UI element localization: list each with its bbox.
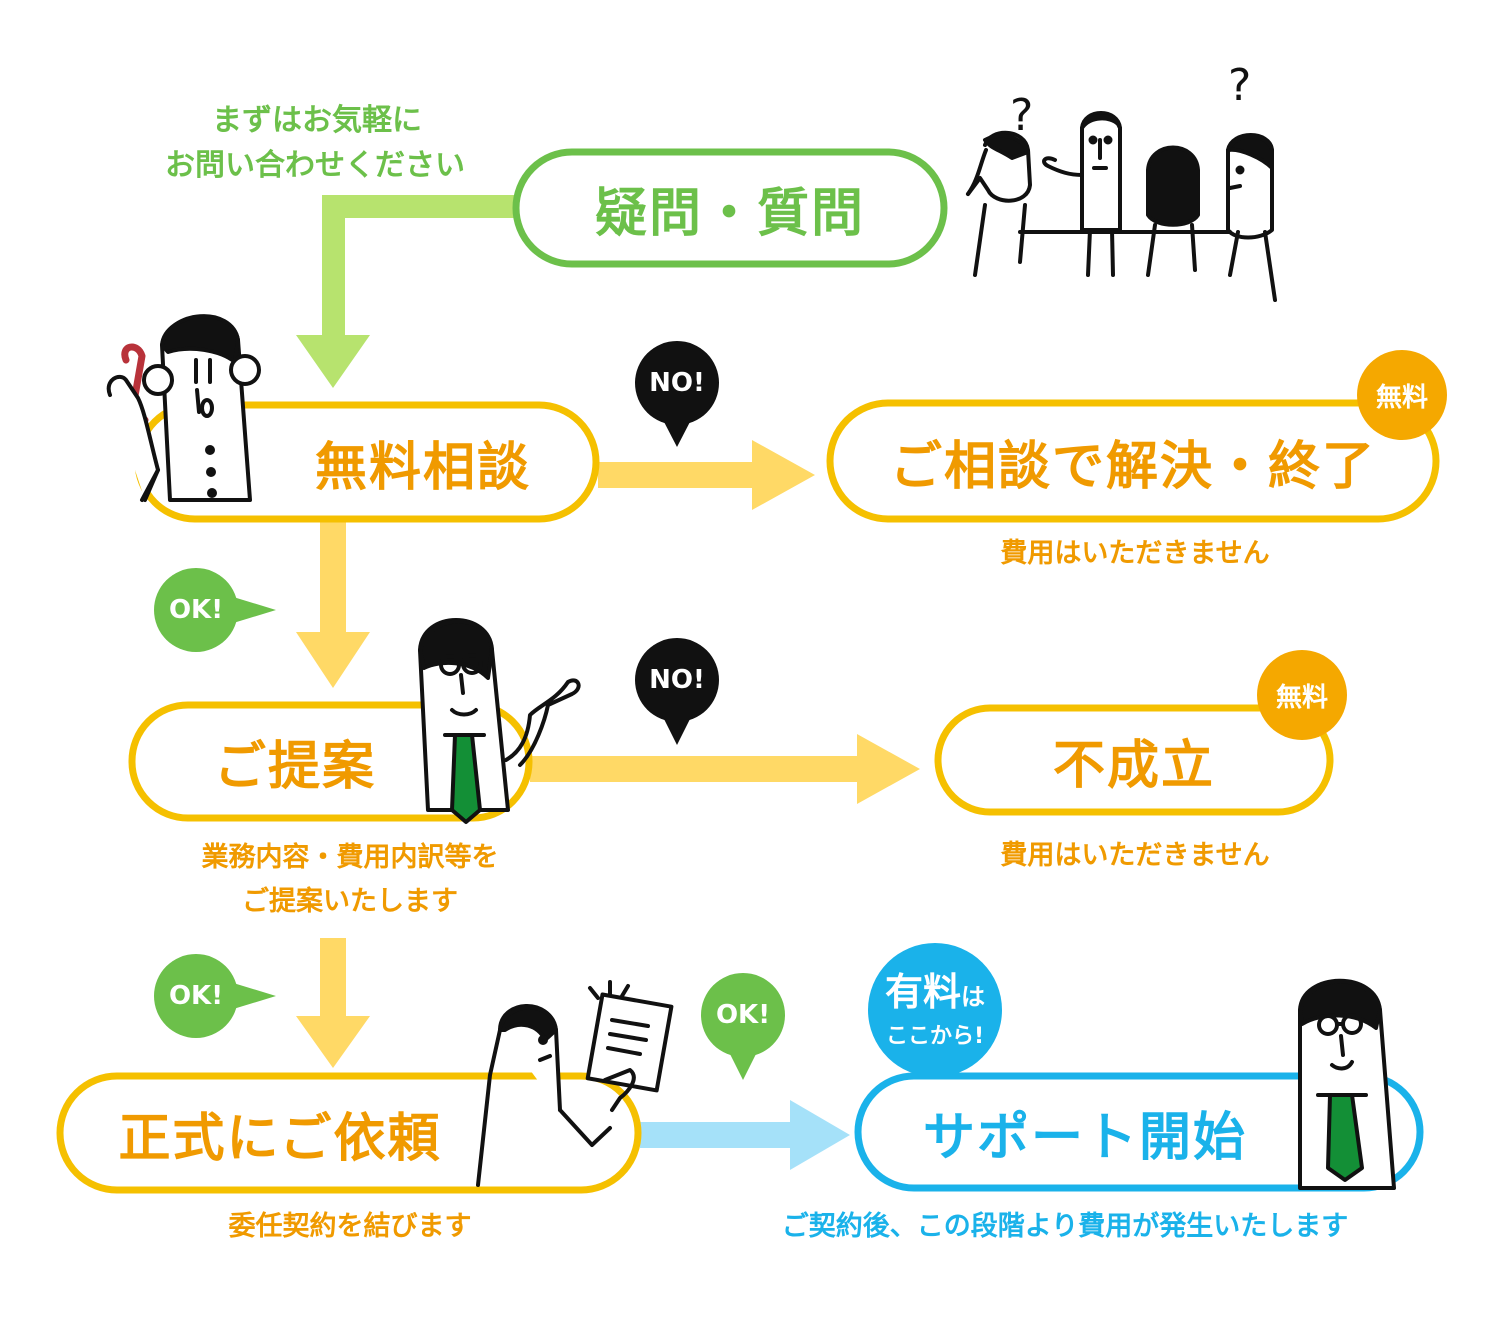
- glasses-man-icon: [1298, 978, 1396, 1190]
- bubble-ok1: [154, 568, 276, 652]
- pill-question: [512, 148, 948, 268]
- bubble-ok3-label: OK!: [715, 1000, 771, 1030]
- step-resolved-label: ご相談で解決・終了: [889, 436, 1376, 497]
- bubble-no1-label: NO!: [649, 368, 705, 398]
- step-question-label: 疑問・質問: [594, 183, 865, 244]
- document-woman-icon: [476, 980, 674, 1187]
- arrow-request-to-support: [640, 1100, 850, 1170]
- pill-request: [56, 1072, 642, 1194]
- arrow-question-to-consult: [296, 195, 518, 388]
- pill-support: [854, 1072, 1424, 1192]
- pill-failed: [934, 704, 1334, 816]
- step-request-label: 正式にご依頼: [118, 1108, 442, 1169]
- paid-badge-small: は: [961, 983, 985, 1011]
- bubble-no1: [635, 341, 719, 447]
- resolved-note: 費用はいただきません: [1000, 538, 1270, 569]
- request-note: 委任契約を結びます: [228, 1211, 472, 1242]
- badge-failed-label: 無料: [1275, 682, 1328, 713]
- paid-badge-line2: ここから!: [885, 1024, 985, 1049]
- arrow-consult-to-resolved: [598, 440, 815, 510]
- phone-man-icon: [106, 314, 261, 502]
- step-failed-label: 不成立: [1052, 735, 1215, 796]
- step-support-label: サポート開始: [922, 1107, 1247, 1168]
- arrow-proposal-to-failed: [530, 734, 920, 804]
- svg-text:?: ?: [1010, 90, 1033, 141]
- failed-note: 費用はいただきません: [1000, 840, 1270, 871]
- bubble-no2: [635, 638, 719, 745]
- arrow-proposal-to-request: [296, 938, 370, 1068]
- badge-failed-circle: [1257, 650, 1347, 740]
- bubble-ok2-label: OK!: [168, 981, 224, 1011]
- proposal-note-line1: 業務内容・費用内訳等を: [201, 842, 499, 873]
- proposal-note-line2: ご提案いたします: [242, 886, 458, 917]
- bubble-ok3: [701, 973, 785, 1080]
- bubble-no2-label: NO!: [649, 665, 705, 695]
- bubble-ok2: [154, 954, 276, 1038]
- svg-text:?: ?: [1228, 60, 1251, 111]
- presenter-man-icon: [418, 618, 581, 824]
- step-proposal-label: ご提案: [213, 737, 376, 797]
- support-note: ご契約後、この段階より費用が発生いたします: [781, 1211, 1349, 1242]
- intro-line1: まずはお気軽に: [212, 103, 422, 138]
- bubble-ok1-label: OK!: [168, 595, 224, 625]
- pill-resolved: [826, 399, 1440, 523]
- paid-badge-circle: [868, 943, 1002, 1077]
- paid-badge: 有料は ここから!: [868, 970, 1002, 1052]
- step-consult-label: 無料相談: [314, 437, 531, 498]
- intro-line2: お問い合わせください: [165, 148, 465, 183]
- badge-resolved-label: 無料: [1375, 382, 1428, 413]
- people-group-icon: ? ?: [966, 60, 1277, 302]
- arrow-consult-to-proposal: [296, 522, 370, 688]
- badge-resolved-circle: [1357, 350, 1447, 440]
- paid-badge-big: 有料: [884, 970, 961, 1014]
